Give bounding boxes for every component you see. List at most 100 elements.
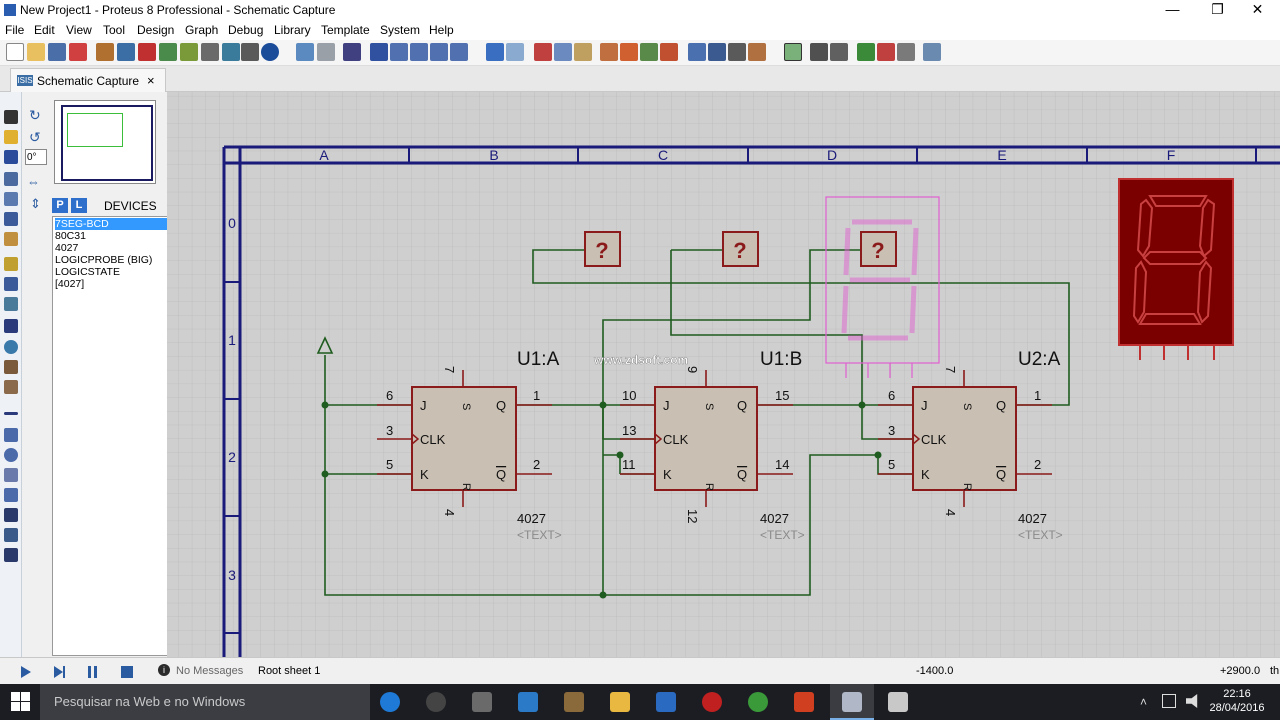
generator-icon[interactable]	[4, 340, 18, 354]
flipflop-u1b[interactable]: U1:B 4027 <TEXT> J CLK K Q Q S R 10 13 1…	[593, 349, 805, 542]
zoom-all-icon[interactable]	[430, 43, 448, 61]
power-terminal[interactable]	[316, 336, 334, 354]
camera-app-icon[interactable]	[472, 692, 492, 712]
redo-icon[interactable]	[506, 43, 524, 61]
messages-status[interactable]: No Messages	[176, 665, 244, 677]
file-explorer-icon[interactable]	[610, 692, 630, 712]
7seg-outline-selected[interactable]	[825, 196, 940, 378]
menu-system[interactable]: System	[380, 23, 421, 37]
grid-icon[interactable]	[317, 43, 335, 61]
new-file-icon[interactable]	[6, 43, 24, 61]
paste-icon[interactable]	[574, 43, 592, 61]
3d-viewer-icon[interactable]	[159, 43, 177, 61]
junction-dot-icon[interactable]	[4, 150, 18, 164]
tab-close-icon[interactable]: ×	[147, 73, 155, 88]
menu-library[interactable]: Library	[274, 23, 311, 37]
home-icon[interactable]	[96, 43, 114, 61]
pause-icon[interactable]	[88, 666, 97, 678]
zoom-out-icon[interactable]	[410, 43, 428, 61]
undo-icon[interactable]	[486, 43, 504, 61]
origin-icon[interactable]	[343, 43, 361, 61]
symbol-icon[interactable]	[4, 528, 18, 542]
power-app-icon[interactable]	[702, 692, 722, 712]
design-explorer-icon[interactable]	[222, 43, 240, 61]
device-item[interactable]: 7SEG-BCD	[55, 218, 183, 230]
netlist-report-icon[interactable]	[923, 43, 941, 61]
subcircuit-icon[interactable]	[4, 232, 18, 246]
zoom-area-icon[interactable]	[450, 43, 468, 61]
text-icon[interactable]	[4, 508, 18, 522]
tape-recorder-icon[interactable]	[4, 319, 18, 333]
property-assign-icon[interactable]	[830, 43, 848, 61]
line-icon[interactable]	[4, 412, 18, 415]
logic-probe[interactable]: ?	[722, 231, 759, 267]
refresh-icon[interactable]	[296, 43, 314, 61]
step-icon[interactable]	[54, 666, 65, 678]
windows-start-icon[interactable]	[11, 692, 31, 712]
overview-viewport[interactable]	[67, 113, 123, 147]
package-tool-icon[interactable]	[728, 43, 746, 61]
block-copy-icon[interactable]	[600, 43, 618, 61]
zoom-in-icon[interactable]	[390, 43, 408, 61]
wire-autorouter-icon[interactable]	[784, 43, 802, 61]
text-script-icon[interactable]	[4, 192, 18, 206]
rotate-cw-icon[interactable]: ↻	[29, 107, 41, 123]
menu-edit[interactable]: Edit	[34, 23, 55, 37]
cut-icon[interactable]	[534, 43, 552, 61]
taskbar-search-input[interactable]: Pesquisar na Web e no Windows	[40, 684, 370, 720]
tray-chevron-icon[interactable]: ˄	[1140, 695, 1148, 709]
arc-icon[interactable]	[4, 468, 18, 482]
search-tag-icon[interactable]	[810, 43, 828, 61]
block-move-icon[interactable]	[620, 43, 638, 61]
schematic-canvas[interactable]: A B C D E F 0 1 2 3	[167, 92, 1280, 657]
volume-icon[interactable]	[1186, 694, 1198, 708]
device-item[interactable]: LOGICPROBE (BIG)	[55, 254, 153, 266]
presentation-app-icon[interactable]	[794, 692, 814, 712]
pick-device-icon[interactable]	[688, 43, 706, 61]
network-icon[interactable]	[1162, 694, 1176, 708]
marker-icon[interactable]	[4, 548, 18, 562]
library-manager-button[interactable]: L	[71, 198, 87, 213]
selection-mode-icon[interactable]	[4, 110, 18, 124]
mirror-horizontal-icon[interactable]: ⇔	[27, 174, 40, 186]
minimize-button[interactable]: —	[1165, 1, 1180, 17]
menu-design[interactable]: Design	[137, 23, 175, 37]
menu-help[interactable]: Help	[429, 23, 454, 37]
menu-debug[interactable]: Debug	[228, 23, 264, 37]
menu-file[interactable]: File	[5, 23, 25, 37]
media-player-icon[interactable]	[426, 692, 446, 712]
menu-template[interactable]: Template	[321, 23, 370, 37]
logic-probe[interactable]: ?	[860, 231, 897, 267]
clock[interactable]: 22:16 28/04/2016	[1207, 687, 1267, 715]
gerber-icon[interactable]	[180, 43, 198, 61]
overview-window[interactable]	[54, 100, 156, 184]
device-item[interactable]: 4027	[55, 242, 79, 254]
graph-icon[interactable]	[4, 297, 18, 311]
current-probe-icon[interactable]	[4, 380, 18, 394]
screen-recorder-icon[interactable]	[888, 692, 908, 712]
flipflop-u2a[interactable]: U2:A 4027 <TEXT> J CLK K Q Q S R 6 3 5 1…	[878, 349, 1063, 542]
voltage-probe-icon[interactable]	[4, 360, 18, 374]
make-device-icon[interactable]	[708, 43, 726, 61]
wire-label-icon[interactable]	[4, 172, 18, 186]
buses-icon[interactable]	[4, 212, 18, 226]
box-icon[interactable]	[4, 428, 18, 442]
copy-icon[interactable]	[554, 43, 572, 61]
tab-schematic-capture[interactable]: ISIS Schematic Capture ×	[10, 68, 166, 92]
block-delete-icon[interactable]	[660, 43, 678, 61]
pick-devices-button[interactable]: P	[52, 198, 68, 213]
7seg-display[interactable]	[1118, 178, 1234, 360]
flipflop-u1a[interactable]: U1:A 4027 <TEXT> J CLK K Q Q S R 6 3 5 1…	[377, 349, 562, 542]
rotate-ccw-icon[interactable]: ↺	[29, 129, 41, 145]
restore-button[interactable]: ❐	[1211, 1, 1224, 17]
edge-browser-icon[interactable]	[380, 692, 400, 712]
terminals-icon[interactable]	[4, 257, 18, 271]
device-item[interactable]: 80C31	[55, 230, 86, 242]
circle-icon[interactable]	[4, 448, 18, 462]
remove-sheet-icon[interactable]	[877, 43, 895, 61]
logic-probe[interactable]: ?	[584, 231, 621, 267]
mirror-vertical-icon[interactable]: ⇕	[30, 196, 41, 211]
schematic-icon[interactable]	[117, 43, 135, 61]
help-icon[interactable]	[261, 43, 279, 61]
decompose-icon[interactable]	[748, 43, 766, 61]
